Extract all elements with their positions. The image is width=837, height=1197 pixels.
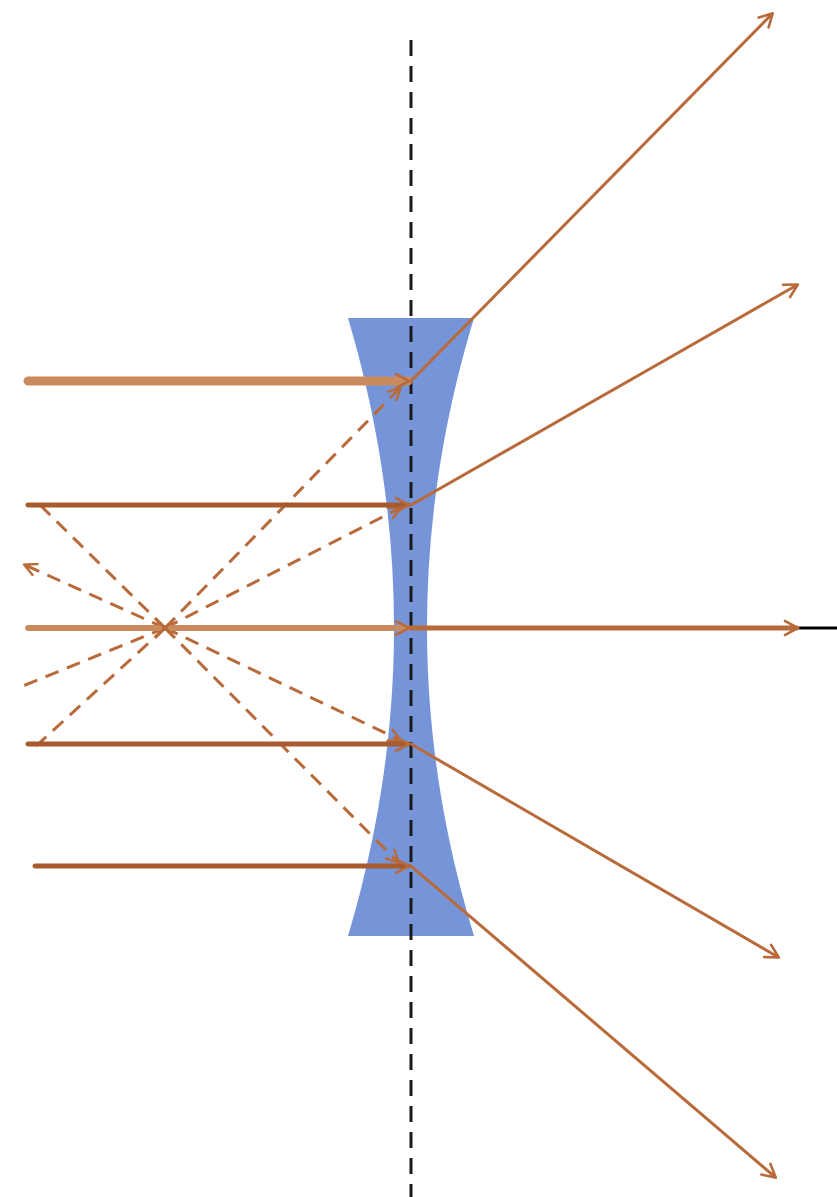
virtual-ray-4 [164, 626, 403, 742]
virtual-ray-1 [163, 386, 402, 630]
refracted-ray-2 [409, 283, 800, 507]
virtual-ray-ext-4 [22, 562, 166, 630]
virtual-ray-2 [164, 506, 403, 630]
incident-rays [23, 372, 413, 875]
refracted-rays [408, 11, 800, 1179]
virtual-ray-ext-2 [17, 626, 166, 690]
refracted-ray-4 [409, 742, 781, 959]
refracted-ray-1 [409, 11, 775, 383]
virtual-focus-point [153, 616, 177, 640]
virtual-ray-ext-1 [33, 626, 167, 749]
virtual-ray-ext-5 [38, 503, 167, 630]
refracted-ray-5 [409, 864, 778, 1179]
